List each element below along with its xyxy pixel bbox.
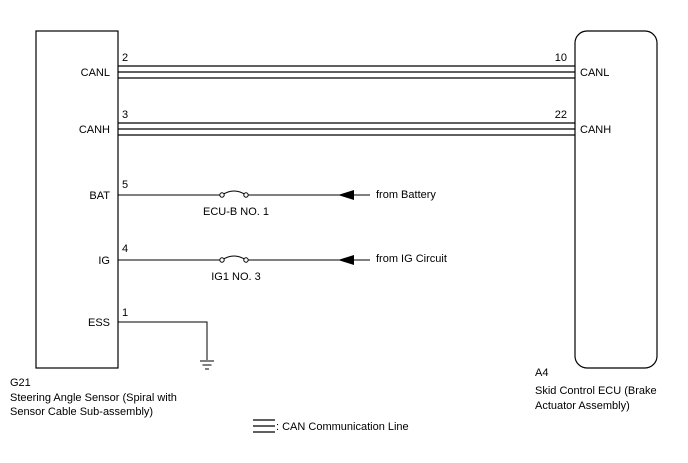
source-ig-circuit: from IG Circuit (376, 253, 447, 265)
fuse-ig1-terminal-right (243, 257, 249, 263)
pin-number-1: 1 (122, 307, 128, 319)
pin-label-canl-right: CANL (580, 67, 609, 79)
ig-arrow-icon (338, 255, 354, 265)
canh-can-line (118, 122, 575, 136)
fuse-ecu-b-terminal-right (243, 192, 249, 198)
ess-wire (118, 321, 208, 360)
right-component-name-line2: Actuator Assembly) (535, 400, 630, 412)
right-component-code: A4 (535, 367, 548, 379)
legend-text: : CAN Communication Line (276, 421, 409, 433)
pin-number-2: 2 (122, 52, 128, 64)
left-component-code: G21 (10, 377, 31, 389)
pin-number-4: 4 (122, 243, 128, 255)
pin-number-10: 10 (555, 52, 567, 64)
fuse-ecu-b-terminal-left (219, 192, 225, 198)
skid-control-ecu-box (574, 30, 658, 369)
pin-label-canh-right: CANH (580, 124, 611, 136)
source-battery: from Battery (376, 189, 436, 201)
pin-label-bat: BAT (89, 190, 110, 202)
ground-icon (200, 360, 214, 370)
right-component-name-line1: Skid Control ECU (Brake (535, 385, 657, 397)
fuse-label-ecu-b: ECU-B NO. 1 (203, 206, 269, 218)
steering-angle-sensor-box (35, 30, 119, 369)
fuse-label-ig1: IG1 NO. 3 (211, 271, 261, 283)
bat-arrow-icon (338, 190, 354, 200)
pin-label-ig: IG (98, 255, 110, 267)
pin-number-5: 5 (122, 179, 128, 191)
pin-label-ess: ESS (88, 317, 110, 329)
left-component-name-line1: Steering Angle Sensor (Spiral with (10, 392, 177, 404)
left-component-name-line2: Sensor Cable Sub-assembly) (10, 406, 153, 418)
canl-can-line (118, 65, 575, 79)
fuse-ig1-terminal-left (219, 257, 225, 263)
pin-label-canh-left: CANH (79, 124, 110, 136)
pin-number-3: 3 (122, 109, 128, 121)
pin-number-22: 22 (555, 109, 567, 121)
can-line-legend-icon (253, 419, 275, 433)
pin-label-canl-left: CANL (81, 67, 110, 79)
